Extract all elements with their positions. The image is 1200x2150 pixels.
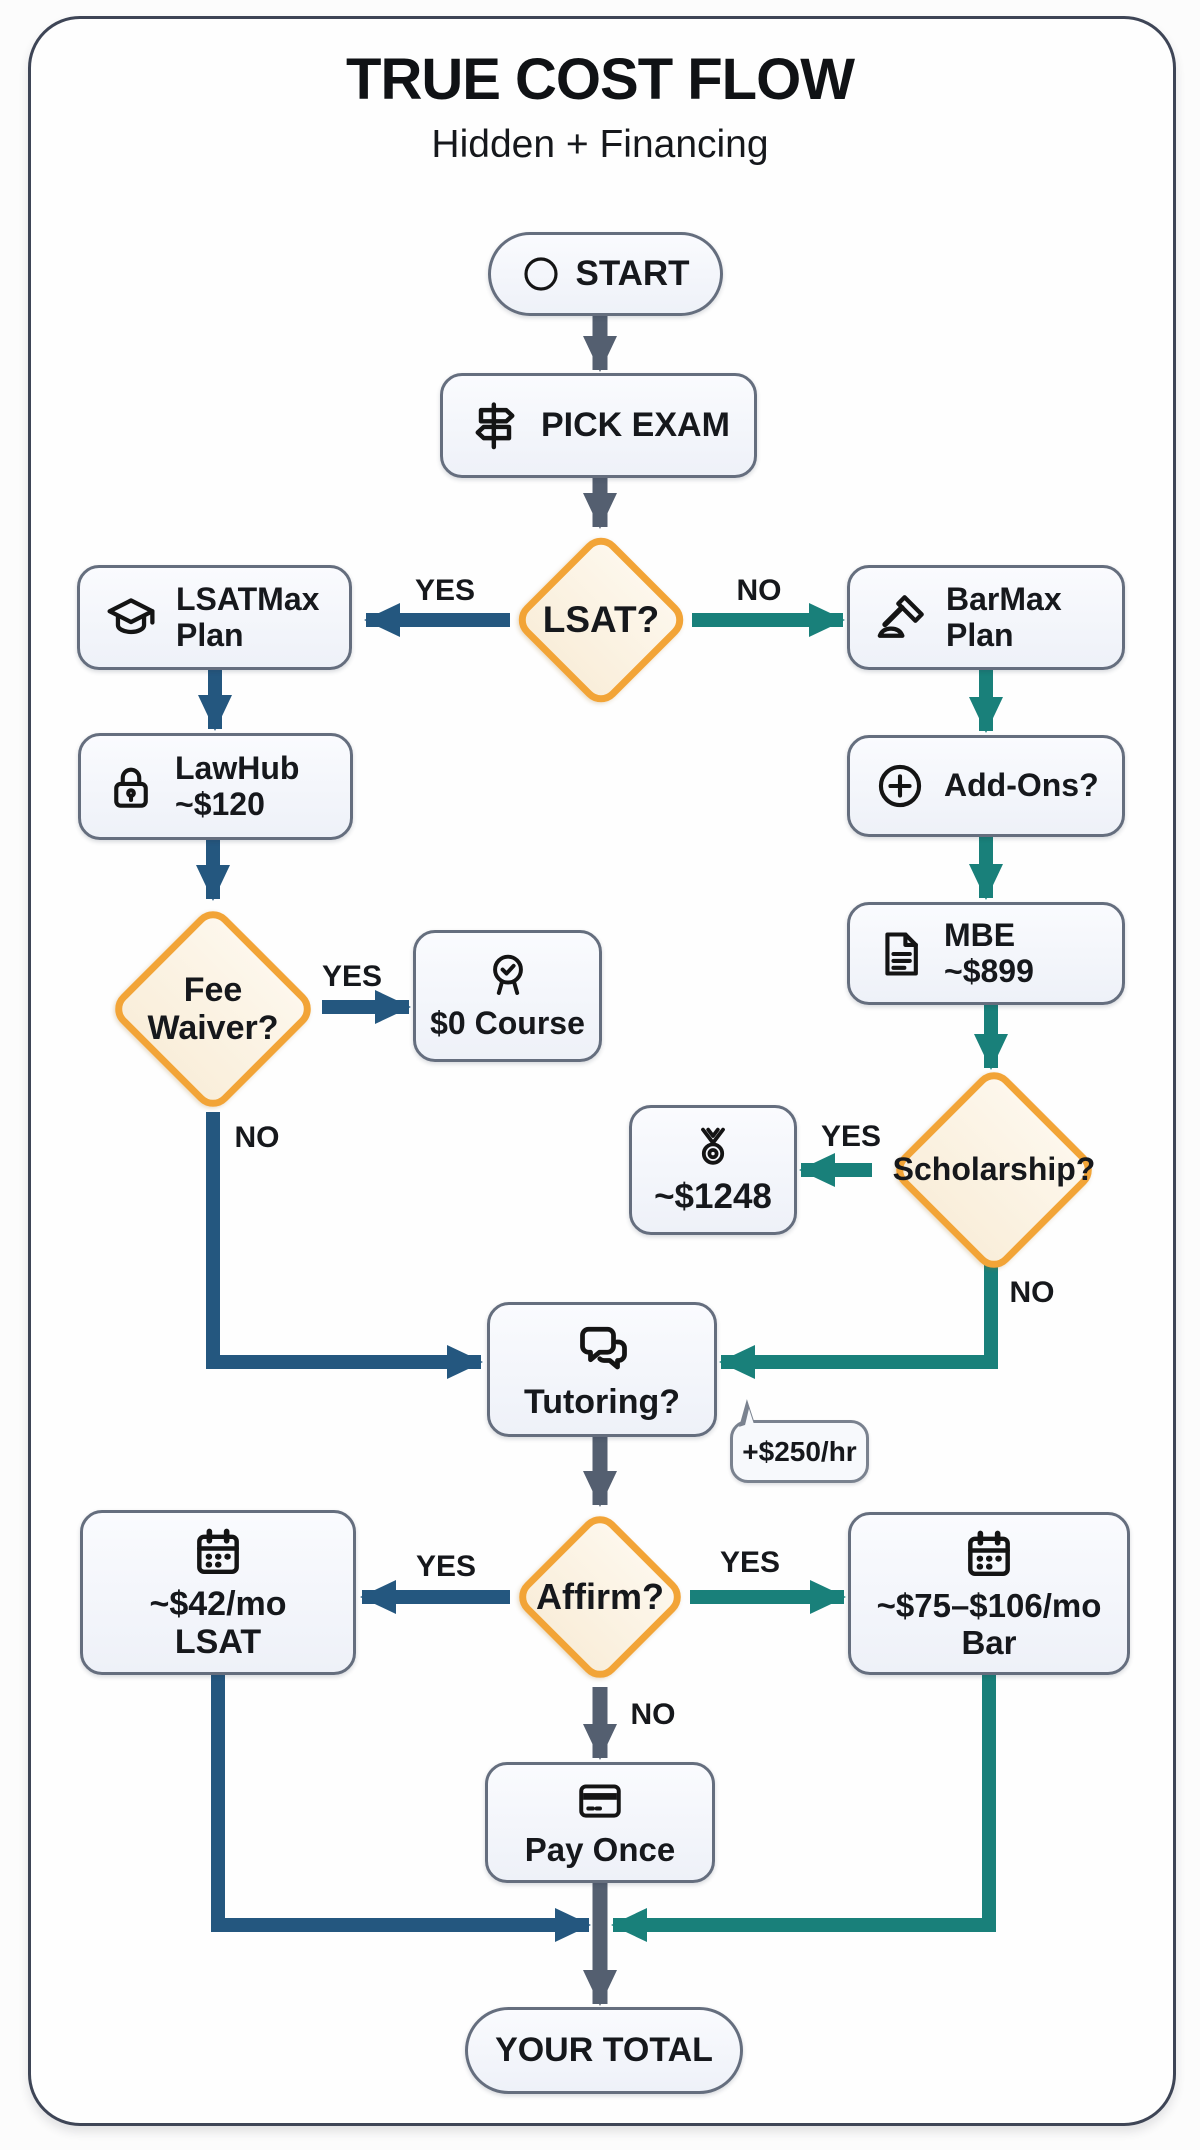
lock-icon	[105, 761, 157, 813]
signpost-icon	[467, 398, 523, 454]
edge-label-scholarship-no: NO	[1009, 1276, 1055, 1309]
tutoring-rate-label: +$250/hr	[742, 1435, 857, 1467]
header: TRUE COST FLOW Hidden + Financing	[0, 46, 1200, 167]
page-title: TRUE COST FLOW	[346, 47, 855, 112]
credit-card-icon	[575, 1776, 625, 1826]
node-pick-exam-label: PICK EXAM	[541, 405, 730, 444]
edge-label-fee-waiver-no: NO	[234, 1121, 280, 1154]
node-pick-exam: PICK EXAM	[440, 373, 757, 478]
node-your-total: YOUR TOTAL	[465, 2007, 743, 2094]
node-lsatmax-plan-label: LSATMax Plan	[176, 581, 320, 653]
circle-plus-icon	[874, 760, 926, 812]
edge-label-scholarship-yes: YES	[820, 1120, 882, 1153]
decision-lsat-label: LSAT?	[542, 599, 660, 641]
edge-label-affirm-yes-left: YES	[415, 1550, 477, 1583]
edge-label-fee-waiver-yes: YES	[321, 960, 383, 993]
gavel-icon	[874, 591, 928, 645]
chat-bubbles-icon	[572, 1318, 632, 1378]
node-lsat-monthly: ~$42/mo LSAT	[80, 1510, 356, 1675]
graduation-cap-icon	[104, 591, 158, 645]
node-scholarship-amount-label: ~$1248	[654, 1176, 772, 1216]
node-bar-monthly: ~$75–$106/mo Bar	[848, 1512, 1130, 1675]
node-bar-monthly-label: ~$75–$106/mo Bar	[876, 1587, 1102, 1661]
node-lsat-monthly-label: ~$42/mo LSAT	[149, 1585, 287, 1661]
edge-label-affirm-no: NO	[630, 1698, 676, 1731]
node-lawhub: LawHub ~$120	[78, 733, 353, 840]
node-pay-once: Pay Once	[485, 1762, 715, 1883]
node-your-total-label: YOUR TOTAL	[495, 2030, 713, 2069]
node-tutoring: Tutoring?	[487, 1302, 717, 1437]
award-ribbon-icon	[483, 950, 533, 1000]
node-mbe: MBE ~$899	[847, 902, 1125, 1005]
page-subtitle: Hidden + Financing	[431, 123, 769, 166]
node-lsatmax-plan: LSATMax Plan	[77, 565, 352, 670]
document-icon	[874, 928, 926, 980]
node-zero-course-label: $0 Course	[430, 1005, 585, 1042]
node-start: START	[488, 232, 723, 316]
circle-icon	[521, 254, 561, 294]
node-tutoring-label: Tutoring?	[523, 1382, 681, 1421]
decision-affirm-label: Affirm?	[536, 1575, 664, 1617]
node-add-ons: Add-Ons?	[847, 735, 1125, 837]
node-mbe-label: MBE ~$899	[944, 917, 1034, 989]
medal-icon	[689, 1124, 737, 1172]
node-scholarship-amount: ~$1248	[629, 1105, 797, 1235]
decision-scholarship-label: Scholarship?	[892, 1151, 1096, 1188]
node-barmax-plan: BarMax Plan	[847, 565, 1125, 670]
edge-label-lsat-no: NO	[736, 574, 782, 607]
node-barmax-plan-label: BarMax Plan	[946, 581, 1062, 653]
node-zero-course: $0 Course	[413, 930, 602, 1062]
edge-label-affirm-yes-right: YES	[719, 1546, 781, 1579]
edge-label-lsat-yes: YES	[414, 574, 476, 607]
node-pay-once-label: Pay Once	[524, 1831, 676, 1869]
node-add-ons-label: Add-Ons?	[944, 767, 1099, 804]
decision-fee-waiver-label: Fee Waiver?	[147, 970, 279, 1047]
calendar-icon	[190, 1524, 246, 1580]
node-lawhub-label: LawHub ~$120	[175, 750, 300, 822]
tutoring-rate-callout: +$250/hr	[730, 1399, 869, 1483]
node-start-label: START	[575, 253, 690, 293]
calendar-icon	[961, 1526, 1017, 1582]
